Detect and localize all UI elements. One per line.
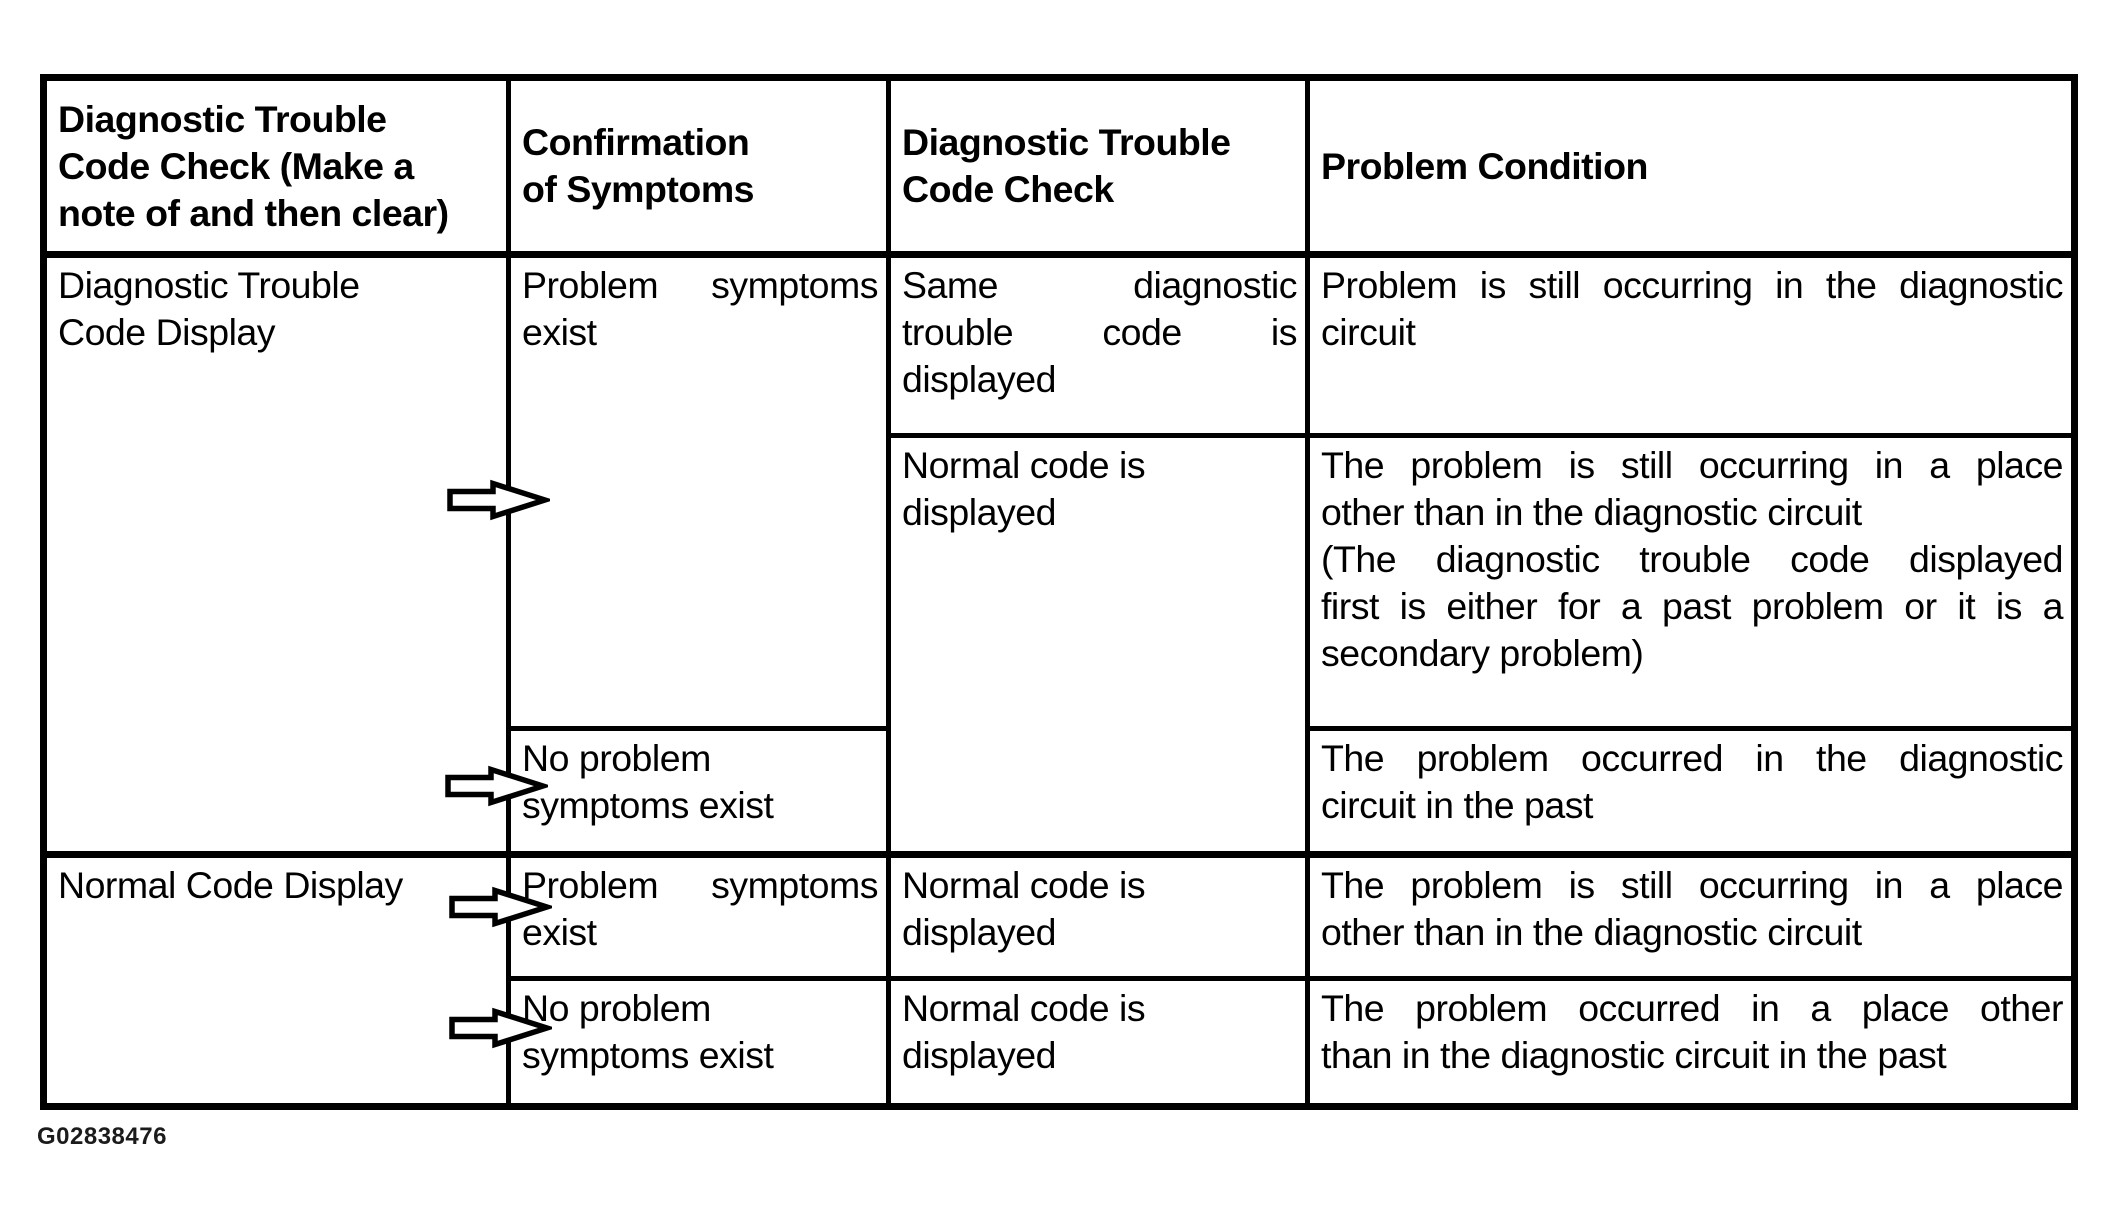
- cell-normal-code-display: Normal Code Display: [41, 851, 511, 1109]
- flow-arrow-icon: [447, 479, 550, 521]
- cell-problem-other-place: The problem is still occurring in a plac…: [1305, 433, 2077, 731]
- flow-arrow-icon: [445, 765, 548, 807]
- flow-arrow-icon: [449, 1007, 552, 1049]
- cell-problem-still-other-place: The problem is still occurring in a plac…: [1305, 851, 2077, 981]
- header-problem-condition: Problem Condition: [1305, 75, 2077, 258]
- cell-problem-still-occurring: Problem is still occurring in the diagno…: [1305, 252, 2077, 438]
- figure-id: G02838476: [37, 1123, 167, 1150]
- flow-arrow-icon: [449, 886, 552, 928]
